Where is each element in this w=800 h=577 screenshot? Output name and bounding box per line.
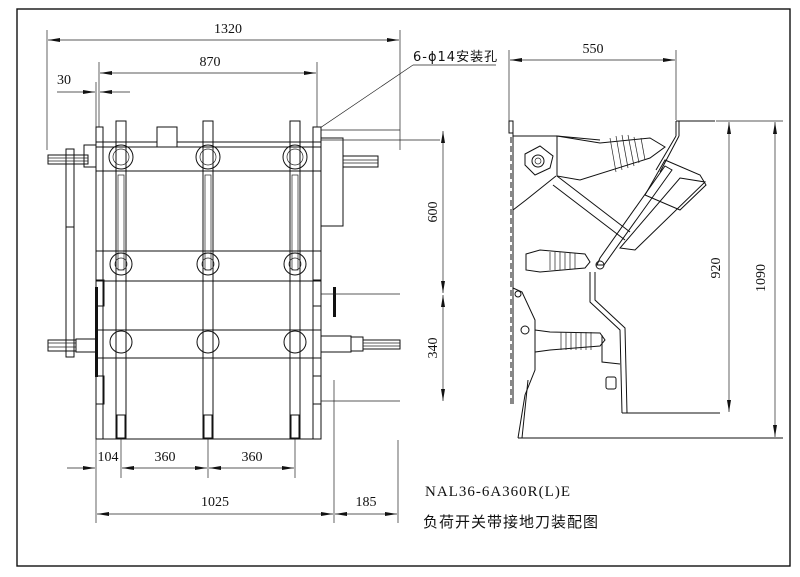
dimension-overall-width: 1320 bbox=[46, 22, 401, 150]
dimension-depth: 550 bbox=[508, 42, 677, 128]
pole-3 bbox=[282, 120, 308, 439]
dimension-overall-height: 1090 bbox=[716, 120, 783, 437]
left-operating-handle bbox=[47, 144, 98, 377]
drawing-title: 负荷开关带接地刀装配图 bbox=[423, 513, 599, 531]
dim-label-600: 600 bbox=[426, 202, 441, 223]
dimension-lower-height: 340 bbox=[426, 295, 445, 401]
dimension-inner-height: 920 bbox=[709, 122, 731, 412]
dim-label-550: 550 bbox=[583, 42, 604, 57]
dim-label-870: 870 bbox=[200, 55, 221, 70]
dim-label-360-a: 360 bbox=[155, 450, 176, 465]
contact-block bbox=[644, 159, 707, 211]
mounting-hole-callout: 6-ϕ14安装孔 bbox=[316, 50, 498, 131]
front-view: 1320 870 30 6-ϕ14安装孔 bbox=[46, 22, 498, 523]
top-block bbox=[156, 126, 178, 148]
dimension-left-offset: 30 bbox=[57, 73, 130, 135]
model-number: NAL36-6A360R(L)E bbox=[425, 484, 571, 500]
dim-label-360-b: 360 bbox=[242, 450, 263, 465]
dimension-pole-spacing: 104 360 360 bbox=[67, 438, 296, 478]
dim-label-185: 185 bbox=[356, 495, 377, 510]
dimension-upper-height: 600 bbox=[426, 131, 445, 293]
lower-insulator bbox=[534, 329, 606, 353]
dimension-mounting-width: 870 bbox=[98, 55, 318, 128]
dim-label-920: 920 bbox=[709, 258, 724, 279]
dim-label-1320: 1320 bbox=[214, 22, 242, 37]
title-block: NAL36-6A360R(L)E 负荷开关带接地刀装配图 bbox=[423, 484, 599, 531]
mounting-hole-note: 6-ϕ14安装孔 bbox=[413, 50, 498, 65]
dim-label-1090: 1090 bbox=[754, 264, 769, 292]
drawing-frame bbox=[16, 8, 791, 567]
side-view: 550 bbox=[508, 42, 783, 439]
upper-insulator bbox=[556, 135, 666, 181]
right-operating-box bbox=[320, 137, 344, 227]
pole-2 bbox=[195, 120, 221, 439]
dimension-base-width: 1025 185 bbox=[95, 380, 399, 523]
pole-1 bbox=[108, 120, 134, 439]
dim-label-30: 30 bbox=[57, 73, 71, 88]
middle-insulator bbox=[525, 249, 591, 273]
dim-label-340: 340 bbox=[426, 338, 441, 359]
dim-label-1025: 1025 bbox=[201, 495, 229, 510]
dim-label-104: 104 bbox=[98, 450, 119, 465]
